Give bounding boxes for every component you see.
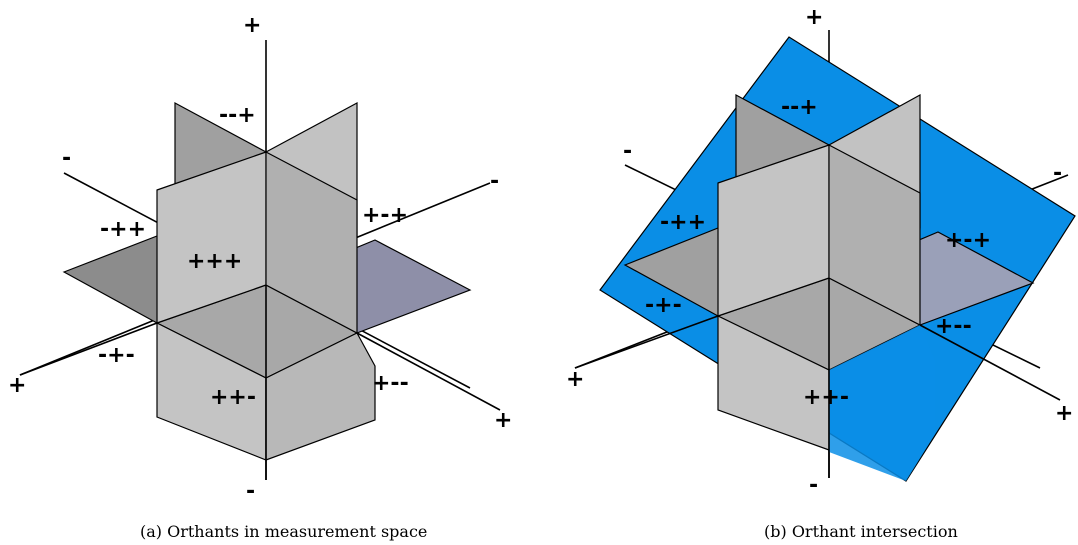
orthant-label: --+ bbox=[781, 95, 818, 120]
sign-bottom: - bbox=[246, 479, 255, 504]
sign-left-axis-bottom: + bbox=[8, 373, 26, 398]
axis-front-right bbox=[919, 324, 1061, 401]
orthant-label: +-- bbox=[372, 371, 409, 396]
panel-b: + - - + - + --+ +-+ -++ -+- +-- ++- (b) … bbox=[566, 5, 1076, 541]
sign-right-axis-top: - bbox=[1053, 161, 1062, 186]
intersection-plane-front bbox=[718, 325, 935, 481]
orthant-label: +-+ bbox=[945, 228, 991, 253]
axis-front-right bbox=[356, 332, 501, 411]
orthant-label: +-- bbox=[935, 314, 972, 339]
orthant-label: -+- bbox=[645, 293, 682, 318]
orthant-label: -+- bbox=[98, 343, 135, 368]
sign-left-axis-top: - bbox=[62, 146, 71, 171]
orthant-label: +-+ bbox=[362, 203, 408, 228]
caption-a: (a) Orthants in measurement space bbox=[140, 522, 427, 541]
sign-right-axis-top: - bbox=[490, 169, 499, 194]
caption-b: (b) Orthant intersection bbox=[764, 522, 958, 541]
orthant-label: ++- bbox=[210, 385, 256, 410]
axis-front-left bbox=[19, 322, 158, 376]
sign-right-axis-bottom: + bbox=[1055, 401, 1073, 426]
sign-left-axis-top: - bbox=[623, 139, 632, 164]
sign-bottom: - bbox=[809, 473, 818, 498]
orthant-label: --+ bbox=[219, 103, 256, 128]
orthant-label: -++ bbox=[100, 217, 146, 242]
panel-a: + - - + - + --+ +-+ -++ +++ -+- +-- ++- … bbox=[8, 13, 512, 541]
sign-top: + bbox=[243, 13, 261, 38]
sign-left-axis-bottom: + bbox=[566, 367, 584, 392]
orthant-label: -++ bbox=[660, 210, 706, 235]
sign-top: + bbox=[805, 5, 823, 30]
axis-front-left bbox=[574, 315, 719, 369]
orthant-label: +++ bbox=[187, 249, 242, 274]
sign-right-axis-bottom: + bbox=[494, 408, 512, 433]
orthant-label: ++- bbox=[803, 385, 849, 410]
